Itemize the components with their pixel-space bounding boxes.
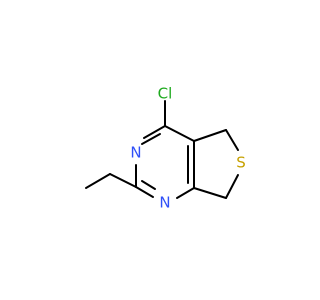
molecule-structure: Cl N N S [85,84,246,212]
bond-s-c7 [225,174,239,199]
atom-labels: Cl N N S [130,85,245,212]
bond-c4a-c5 [193,129,227,142]
bond-c2-ch2 [109,173,137,188]
atom-label-n3: N [130,144,141,162]
bond-n1-c7a [176,187,195,199]
bond-c7-c7a [193,187,227,199]
bond-c4-n3-second [141,133,161,145]
atom-label-cl: Cl [158,85,173,103]
bond-c2-n1 [135,186,154,198]
bond-c2-n1-second [141,180,156,190]
bond-c4-n3 [143,125,166,139]
bond-ch2-ch3 [85,173,111,189]
bonds [85,100,239,199]
atom-label-s: S [236,154,246,172]
bond-c4a-c4 [164,125,195,142]
atom-label-n1: N [159,194,170,212]
bond-c5-s [225,129,239,151]
